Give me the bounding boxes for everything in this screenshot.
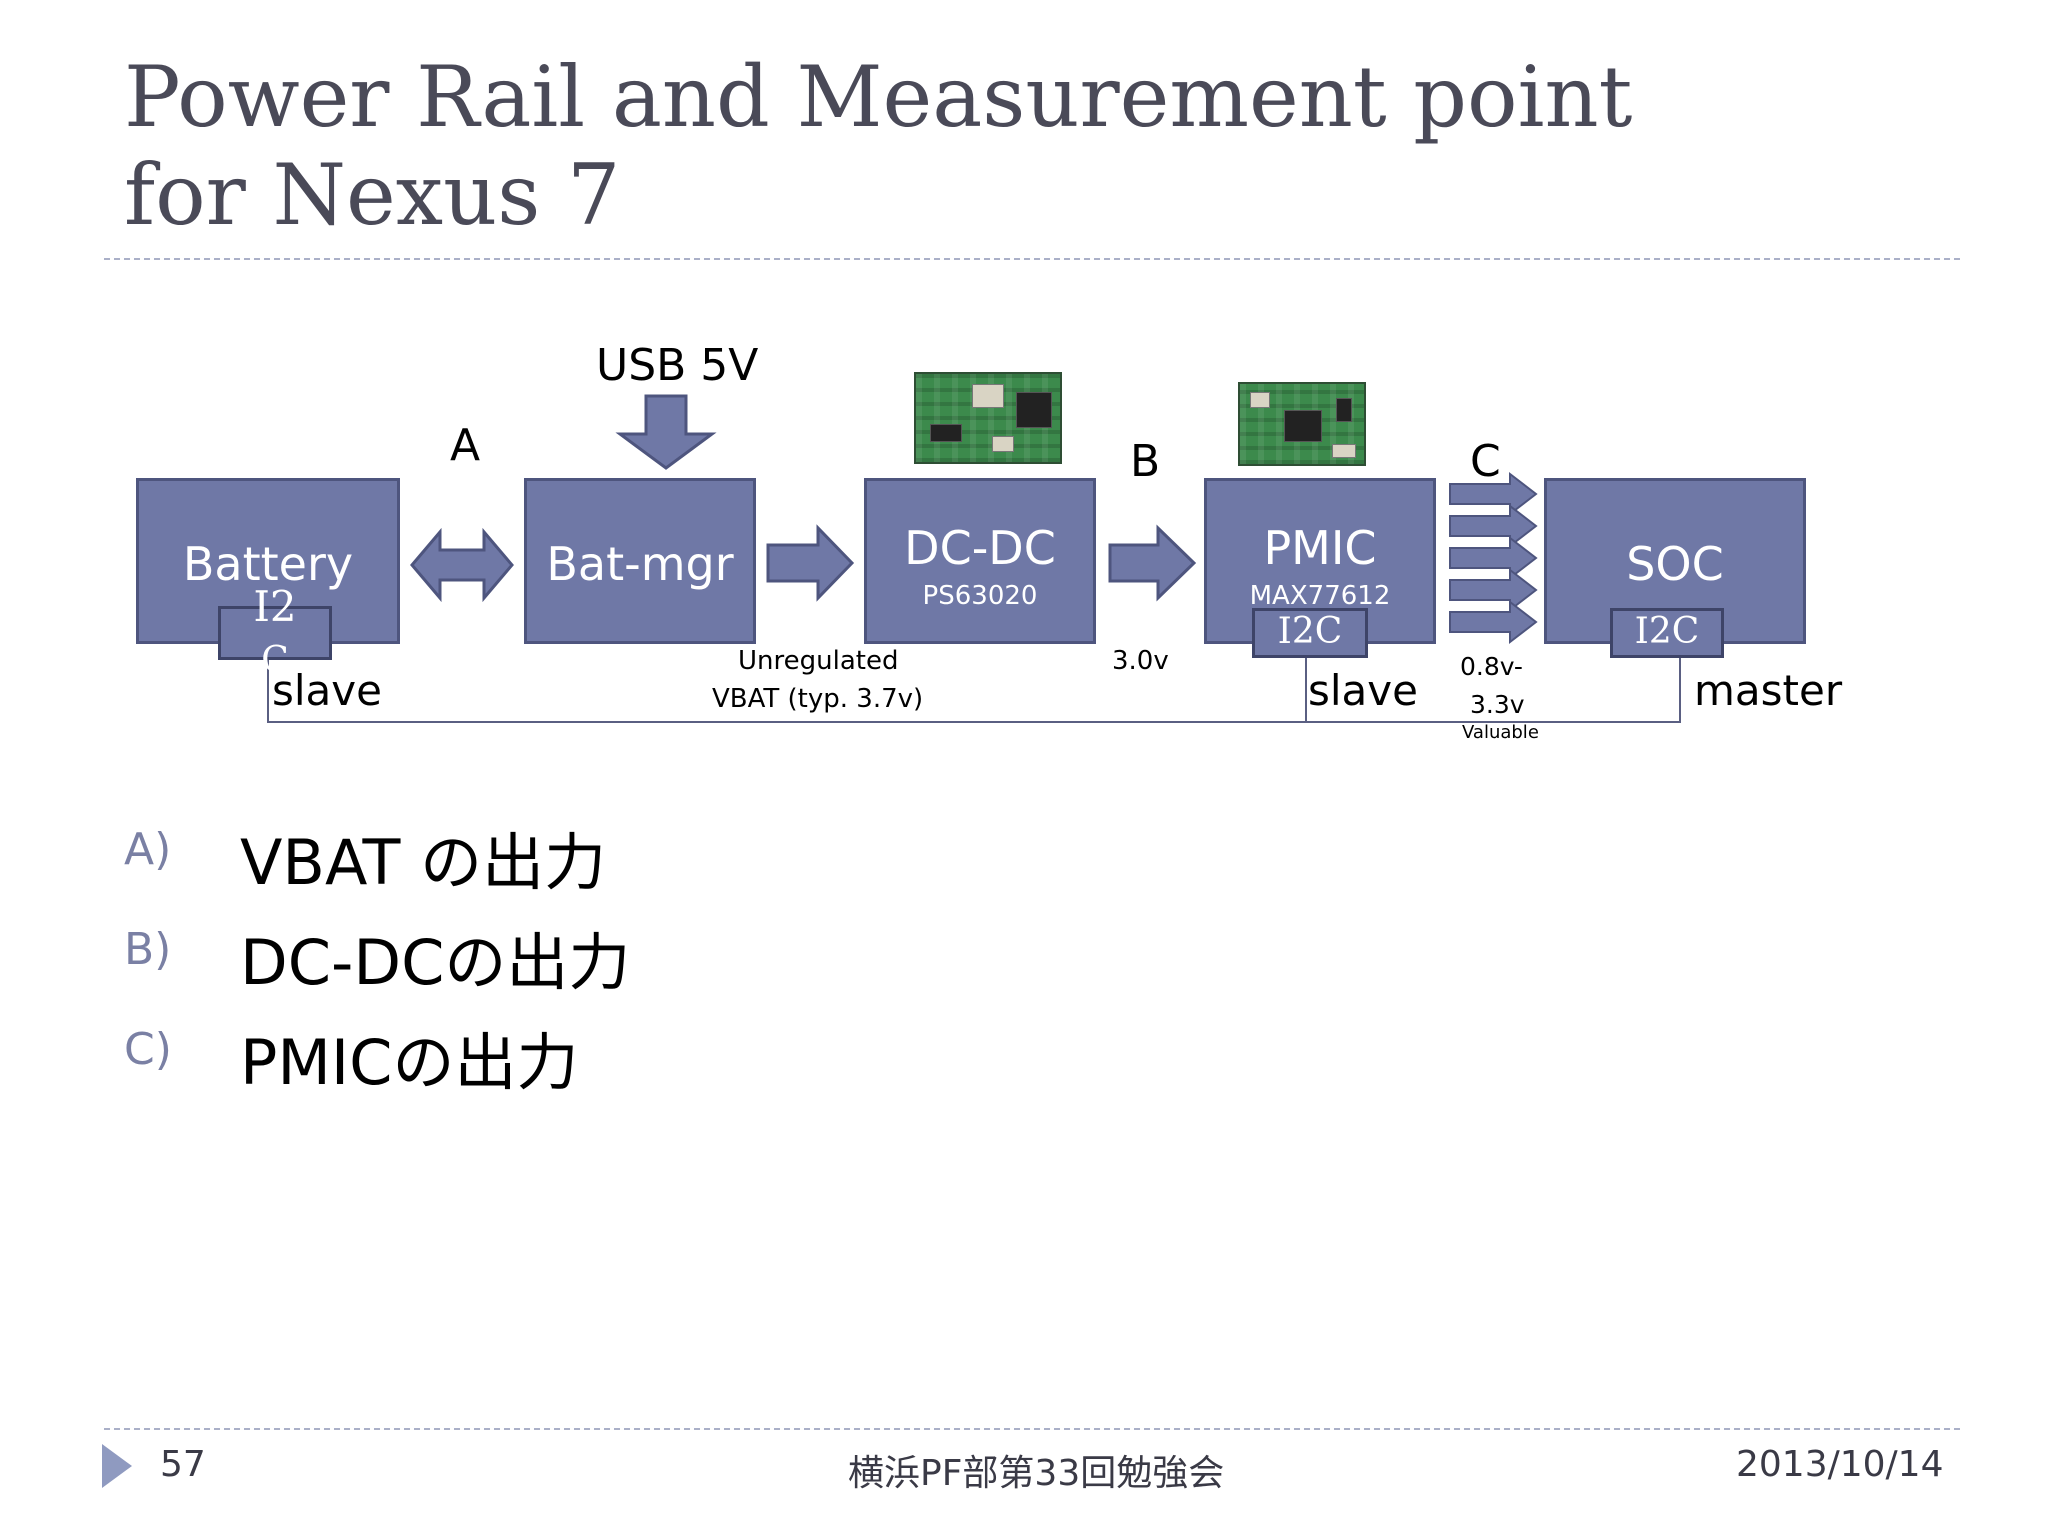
dcdc-output-voltage: 3.0v [1112, 646, 1169, 676]
footer-event: 横浜PF部第33回勉強会 [848, 1453, 1225, 1494]
multi-arrows-c [1449, 471, 1538, 645]
footer-divider [104, 1428, 1960, 1430]
pmic-output-line1: 0.8v- [1460, 652, 1523, 681]
footer-date: 2013/10/14 [1736, 1444, 1944, 1485]
unregulated-label-line2: VBAT (typ. 3.7v) [712, 684, 924, 714]
i2c-bus-lines [267, 640, 1681, 723]
slide-title-line2: for Nexus 7 [124, 146, 621, 244]
usb-label: USB 5V [596, 340, 759, 391]
dcdc-board-photo [914, 372, 1062, 464]
double-arrow-a [410, 527, 514, 603]
arrow-dcdc-pmic [1108, 524, 1197, 602]
pmic-part-number: MAX77612 [1249, 581, 1391, 611]
pmic-i2c-chip: I2C [1252, 608, 1368, 658]
unregulated-label-line1: Unregulated [738, 646, 899, 676]
pmic-chip-label: I2C [1277, 611, 1343, 652]
slide-title-line1: Power Rail and Measurement point [124, 48, 1633, 146]
soc-master-label: master [1694, 666, 1843, 715]
dcdc-label: DC-DC [904, 521, 1056, 575]
point-c-label: C [1470, 436, 1501, 487]
battery-slave-label: slave [272, 666, 382, 715]
soc-chip-label: I2C [1634, 611, 1700, 652]
list-letter-c: C) [124, 1024, 172, 1075]
pmic-output-line3: Valuable [1462, 722, 1539, 743]
list-text-c: PMICの出力 [240, 1026, 579, 1099]
batmgr-label: Bat-mgr [546, 537, 734, 591]
point-b-label: B [1130, 436, 1161, 487]
arrow-batmgr-dcdc [766, 524, 855, 602]
soc-i2c-chip: I2C [1610, 608, 1724, 658]
batmgr-block: Bat-mgr [524, 478, 756, 644]
point-a-label: A [450, 420, 481, 471]
pmic-board-photo [1238, 382, 1366, 466]
battery-label: Battery [182, 537, 354, 591]
list-letter-a: A) [124, 824, 172, 875]
play-triangle-icon [102, 1444, 132, 1488]
battery-i2c-chip: I2 C [218, 585, 332, 681]
pmic-output-line2: 3.3v [1470, 690, 1525, 719]
battery-chip-label: I2 [253, 582, 297, 631]
pmic-label: PMIC [1263, 521, 1377, 575]
list-text-a: VBAT の出力 [240, 826, 607, 899]
title-divider [104, 258, 1960, 260]
dcdc-block: DC-DC PS63020 [864, 478, 1096, 644]
list-letter-b: B) [124, 924, 172, 975]
slide-title: Power Rail and Measurement point for Nex… [124, 48, 1824, 244]
soc-label: SOC [1626, 537, 1724, 591]
list-text-b: DC-DCの出力 [240, 926, 631, 999]
battery-chip-overflow: C [261, 640, 289, 681]
pmic-slave-label: slave [1308, 666, 1418, 715]
page-number: 57 [160, 1444, 206, 1485]
dcdc-part-number: PS63020 [922, 581, 1038, 611]
usb-down-arrow [615, 394, 717, 470]
